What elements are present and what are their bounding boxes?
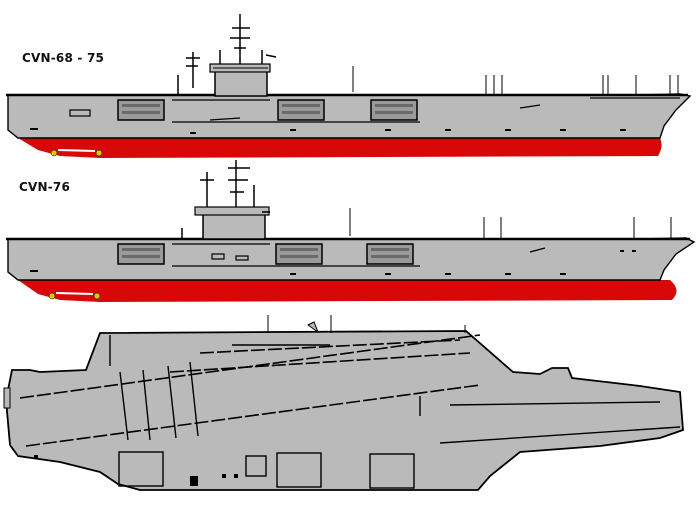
profile-cvn76 <box>6 160 696 302</box>
island-b <box>202 212 266 240</box>
hull-b <box>7 237 696 281</box>
propeller-icon <box>93 292 101 300</box>
underwater-hull-b <box>18 280 677 302</box>
island-a <box>214 69 268 97</box>
propeller-icon <box>48 292 56 300</box>
profile-cvn68-75 <box>6 14 692 158</box>
underwater-hull-a <box>18 138 662 158</box>
flight-deck-plan <box>3 315 684 491</box>
hull-a <box>7 93 692 139</box>
ship-class-label-cvn68-75: CVN-68 - 75 <box>22 51 105 65</box>
propeller-icon <box>50 149 58 157</box>
ship-class-label-cvn76: CVN-76 <box>19 180 71 194</box>
flight-deck <box>5 330 684 491</box>
propeller-icon <box>95 149 103 157</box>
